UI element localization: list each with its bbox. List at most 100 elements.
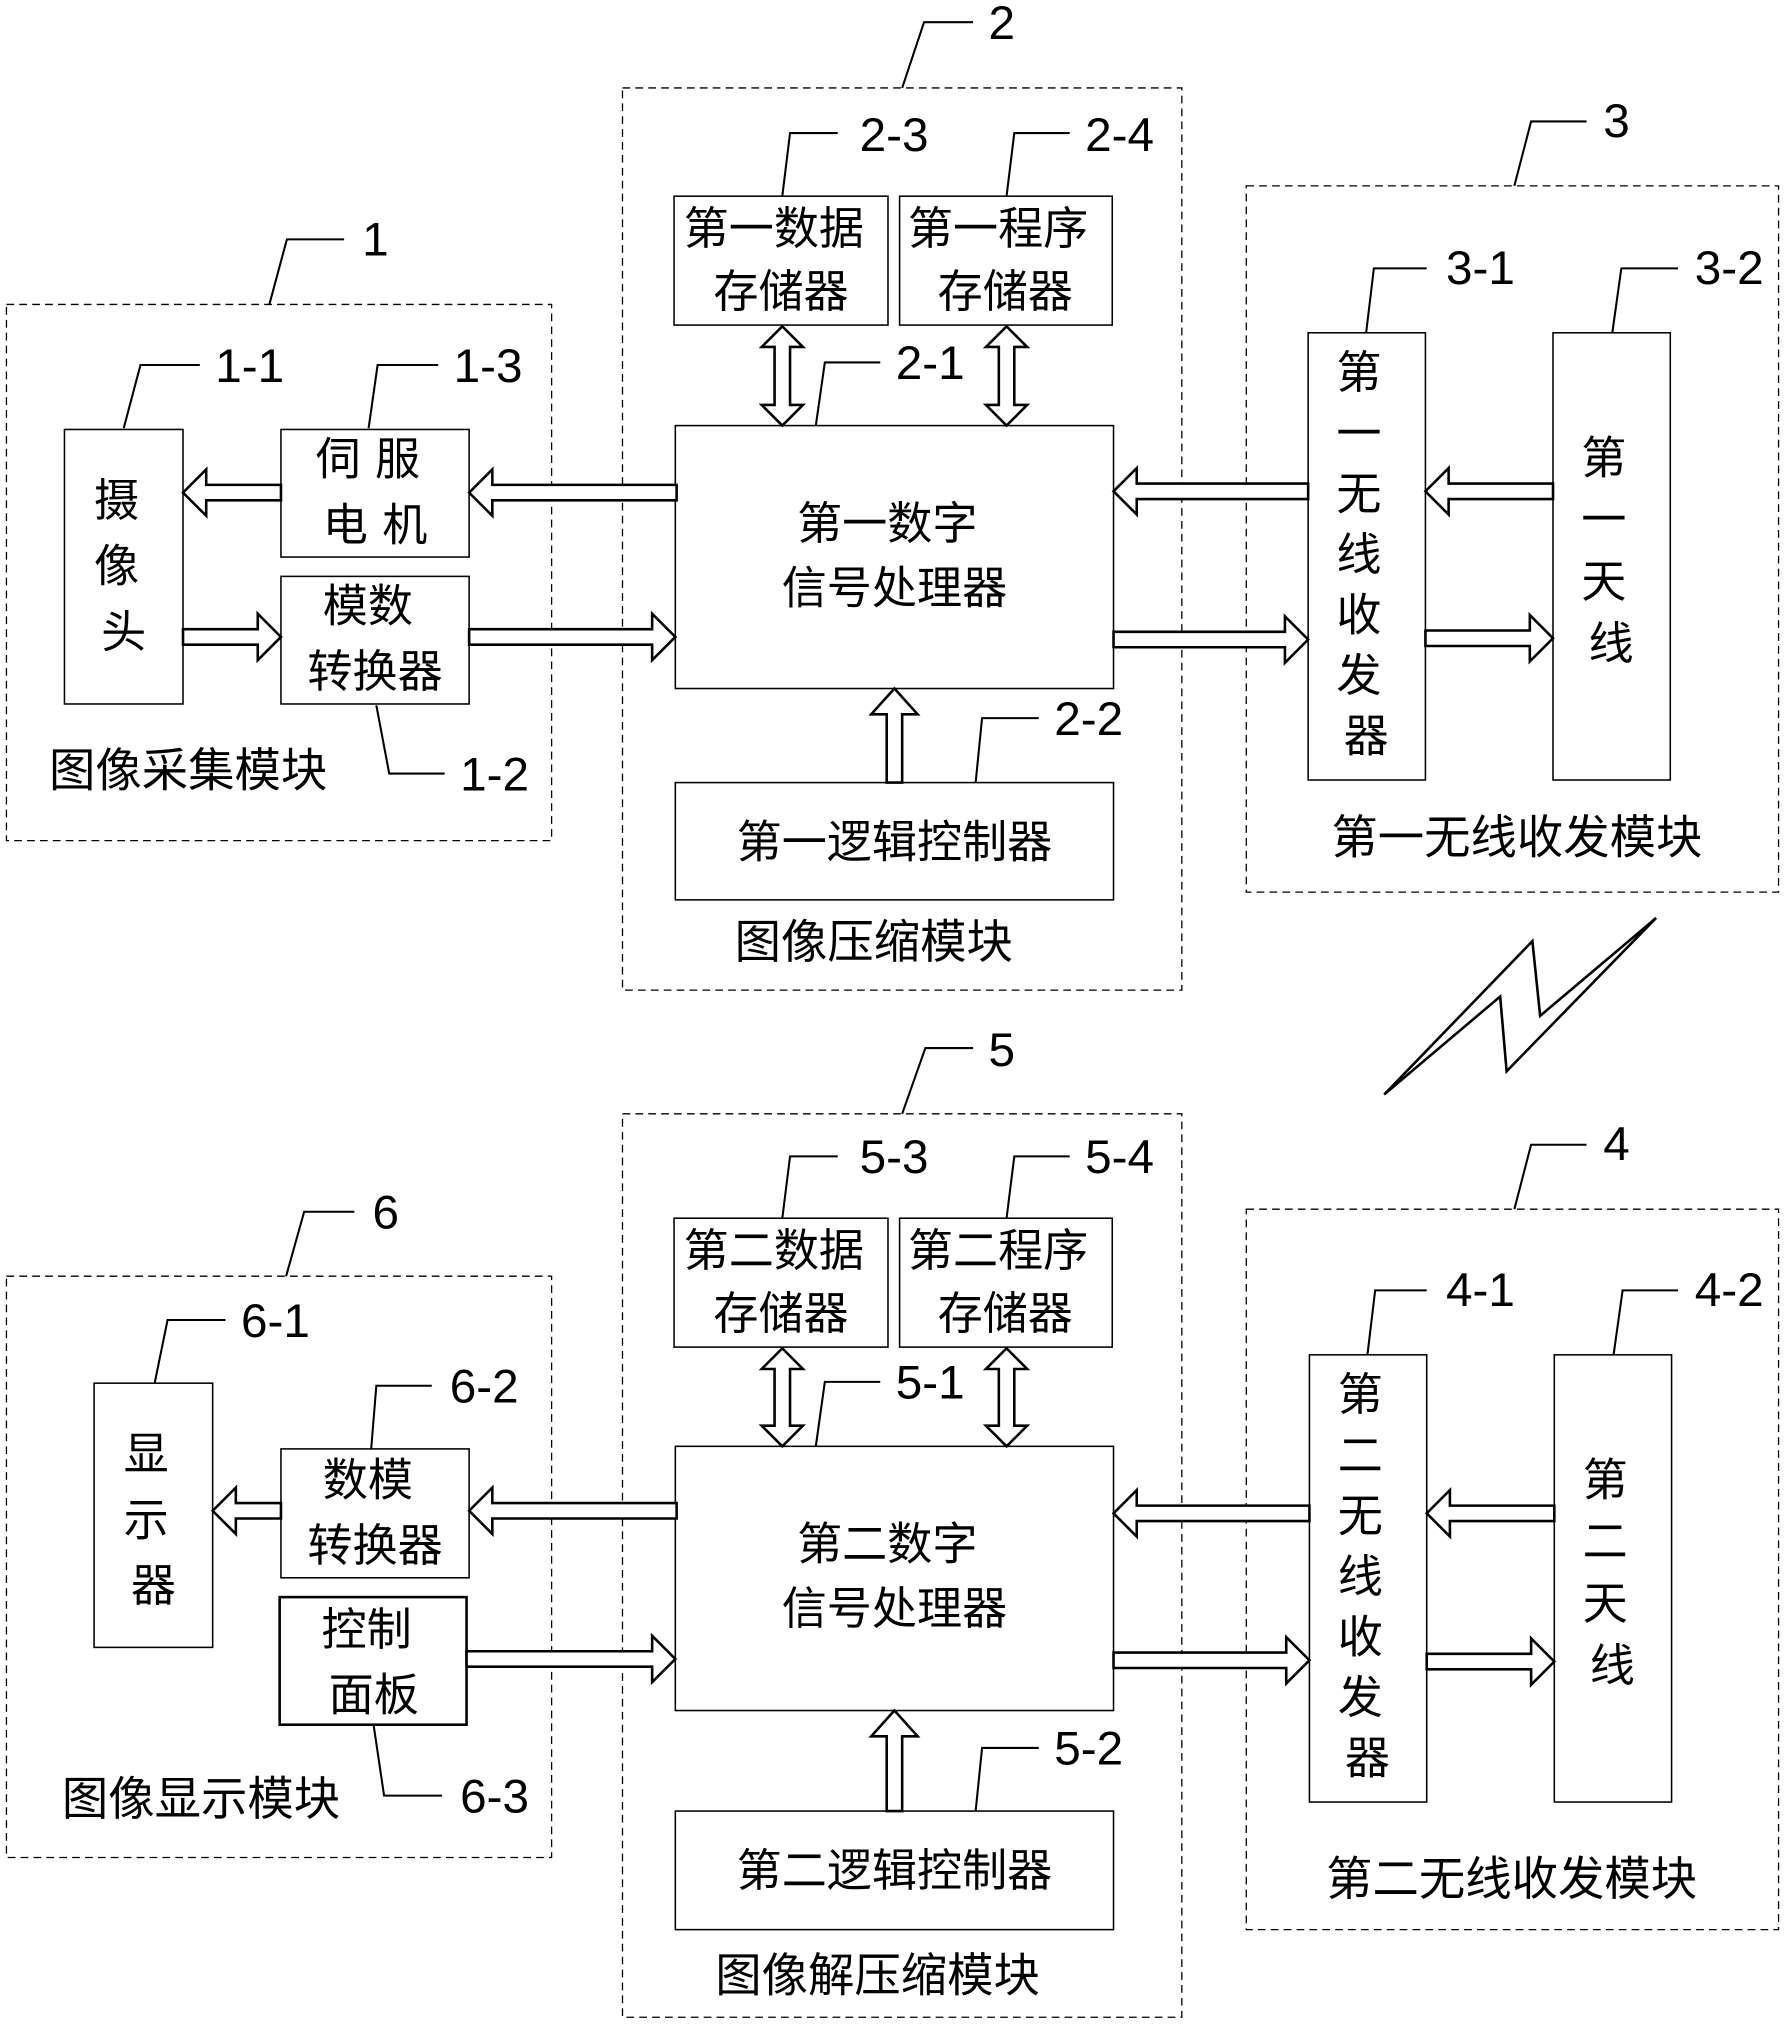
leader-line-5-2 bbox=[974, 1746, 1039, 1812]
leader-line-6-2 bbox=[370, 1384, 432, 1449]
dac-label: 数模 转换器 bbox=[307, 1453, 442, 1572]
program-memory-2-block bbox=[898, 1217, 1114, 1348]
arrow-dsp2-to-dac bbox=[467, 1484, 678, 1538]
ref-label-3-2: 3-2 bbox=[1695, 242, 1764, 295]
camera-block bbox=[63, 428, 184, 705]
lightning-bolt-icon bbox=[1383, 916, 1658, 1096]
module-6-title: 图像显示模块 bbox=[62, 1772, 340, 1826]
module-image-decompression: 5 图像解压缩模块 第二数据 存储器 5-3 第二程序 存储器 5-4 第二数字… bbox=[621, 1024, 1183, 2018]
arrow-logic1-to-dsp1 bbox=[868, 686, 921, 784]
leader-line-3 bbox=[1513, 120, 1587, 187]
servo-motor-block bbox=[280, 428, 470, 558]
data-memory-2-label: 第二数据 存储器 bbox=[684, 1224, 879, 1340]
module-5-title: 图像解压缩模块 bbox=[715, 1948, 1040, 2002]
module-4-boundary bbox=[1245, 1208, 1780, 1931]
ref-label-6-1: 6-1 bbox=[241, 1295, 310, 1348]
antenna-1-label: 第 一 天 线 bbox=[1581, 431, 1640, 670]
data-memory-1-block bbox=[673, 195, 889, 326]
leader-line-6-1 bbox=[153, 1318, 226, 1384]
leader-line-5 bbox=[901, 1047, 974, 1115]
camera-label: 摄 像 头 bbox=[94, 474, 153, 658]
data-memory-2-block bbox=[673, 1217, 889, 1348]
module-image-compression: 2 图像压缩模块 第一数据 存储器 2-3 第一程序 存储器 2-4 第一数字 … bbox=[621, 0, 1183, 991]
arrow-adc-to-dsp1 bbox=[467, 610, 678, 664]
leader-line-5-4 bbox=[1005, 1155, 1070, 1219]
program-memory-1-block bbox=[898, 195, 1114, 326]
ref-label-1-2: 1-2 bbox=[460, 748, 529, 801]
module-3-title: 第一无线收发模块 bbox=[1331, 810, 1702, 864]
leader-line-3-1 bbox=[1365, 267, 1427, 333]
logic-controller-2-block bbox=[674, 1810, 1115, 1931]
arrow-dac-to-display bbox=[210, 1484, 283, 1538]
leader-line-1 bbox=[268, 238, 345, 305]
display-label: 显 示 器 bbox=[124, 1428, 183, 1612]
leader-line-2-1 bbox=[814, 361, 881, 426]
antenna-1-block bbox=[1552, 332, 1672, 781]
arrow-transceiver1-to-antenna1 bbox=[1424, 611, 1555, 665]
module-image-display: 6 图像显示模块 显 示 器 6-1 数模 转换器 6-2 控制 面板 6-3 bbox=[5, 1187, 553, 1859]
leader-line-1-1 bbox=[122, 363, 200, 429]
arrow-transceiver2-to-dsp2 bbox=[1111, 1487, 1311, 1540]
leader-line-4 bbox=[1513, 1143, 1587, 1210]
antenna-2-block bbox=[1553, 1354, 1673, 1803]
program-memory-1-label: 第一程序 存储器 bbox=[908, 202, 1103, 318]
ref-label-3: 3 bbox=[1603, 95, 1630, 148]
program-memory-2-label: 第二程序 存储器 bbox=[908, 1224, 1103, 1340]
adc-block bbox=[280, 575, 470, 705]
transceiver-2-block bbox=[1308, 1354, 1428, 1803]
ref-label-5-1: 5-1 bbox=[896, 1357, 965, 1410]
arrow-logic2-to-dsp2 bbox=[868, 1708, 921, 1813]
dsp-2-block bbox=[674, 1445, 1115, 1712]
arrow-datamem1-dsp1-bidirectional bbox=[758, 324, 807, 428]
control-panel-label: 控制 面板 bbox=[321, 1603, 426, 1722]
ref-label-5: 5 bbox=[989, 1024, 1016, 1077]
dsp-2-label: 第二数字 信号处理器 bbox=[782, 1518, 1007, 1635]
leader-line-4-1 bbox=[1366, 1289, 1427, 1355]
ref-label-4: 4 bbox=[1603, 1118, 1630, 1171]
dsp-1-label: 第一数字 信号处理器 bbox=[782, 497, 1007, 614]
logic-controller-2-label: 第二逻辑控制器 bbox=[737, 1844, 1053, 1897]
ref-label-2-1: 2-1 bbox=[896, 337, 965, 390]
module-2-title: 图像压缩模块 bbox=[735, 915, 1013, 969]
ref-label-1-3: 1-3 bbox=[454, 340, 523, 393]
ref-label-6-2: 6-2 bbox=[450, 1361, 519, 1414]
module-wireless-1: 3 第一无线收发模块 第 一 无 线 收 发 器 3-1 第 一 天 线 3-2 bbox=[1245, 95, 1780, 893]
ref-label-6: 6 bbox=[372, 1187, 399, 1240]
arrow-dsp1-to-servo bbox=[467, 466, 678, 519]
ref-label-5-3: 5-3 bbox=[860, 1131, 929, 1184]
ref-label-5-2: 5-2 bbox=[1054, 1723, 1123, 1776]
signal-arrows bbox=[181, 324, 1557, 1813]
module-2-boundary bbox=[621, 87, 1183, 991]
display-block bbox=[93, 1382, 214, 1649]
module-wireless-2: 4 第二无线收发模块 第 二 无 线 收 发 器 4-1 第 二 天 线 4-2 bbox=[1245, 1118, 1780, 1931]
leader-line-5-1 bbox=[814, 1380, 881, 1447]
ref-label-1-1: 1-1 bbox=[215, 340, 284, 393]
control-panel-block bbox=[278, 1595, 468, 1727]
adc-label: 模数 转换器 bbox=[307, 579, 442, 698]
ref-label-6-3: 6-3 bbox=[460, 1770, 529, 1823]
ref-label-4-1: 4-1 bbox=[1446, 1264, 1515, 1317]
ref-label-1: 1 bbox=[362, 213, 389, 266]
arrow-antenna1-to-transceiver1 bbox=[1423, 465, 1555, 518]
leader-line-6-3 bbox=[372, 1725, 443, 1797]
ref-label-2-2: 2-2 bbox=[1054, 693, 1123, 746]
arrow-panel-to-dsp2 bbox=[465, 1632, 678, 1686]
dsp-1-block bbox=[674, 424, 1115, 690]
arrow-transceiver1-to-dsp1 bbox=[1111, 465, 1310, 518]
transceiver-1-label: 第 一 无 线 收 发 器 bbox=[1336, 346, 1395, 762]
ref-label-5-4: 5-4 bbox=[1085, 1131, 1154, 1184]
arrow-datamem2-dsp2-bidirectional bbox=[758, 1346, 807, 1449]
leader-line-2-4 bbox=[1005, 132, 1070, 197]
dac-block bbox=[280, 1448, 470, 1579]
module-1-boundary bbox=[5, 303, 553, 842]
transceiver-2-label: 第 二 无 线 收 发 器 bbox=[1338, 1368, 1397, 1784]
leader-line-4-2 bbox=[1612, 1289, 1679, 1355]
ref-label-4-2: 4-2 bbox=[1695, 1264, 1764, 1317]
arrow-transceiver2-to-antenna2 bbox=[1425, 1635, 1557, 1688]
transceiver-1-block bbox=[1307, 332, 1427, 781]
arrow-progmem2-dsp2-bidirectional bbox=[982, 1346, 1031, 1449]
servo-motor-label: 伺 服 电 机 bbox=[316, 433, 435, 552]
leader-line-1-2 bbox=[375, 705, 445, 775]
module-5-boundary bbox=[621, 1113, 1183, 2018]
